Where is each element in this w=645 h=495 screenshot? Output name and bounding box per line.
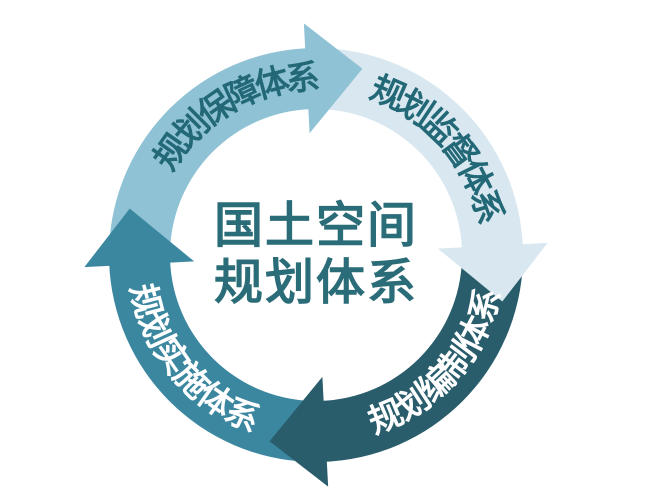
arc-segment-top-right <box>321 48 523 250</box>
arc-segment-top-left <box>109 48 311 250</box>
arrow-up-icon <box>84 208 195 268</box>
center-title-line2: 规划体系 <box>213 256 419 310</box>
center-title-line1: 国土空间 <box>213 199 419 253</box>
arc-segment-bottom-left <box>109 260 311 462</box>
arrow-right-icon <box>303 23 363 134</box>
arc-bands <box>109 48 523 462</box>
arrow-down-icon <box>437 242 548 302</box>
arc-segment-bottom-right <box>321 260 523 462</box>
arrow-left-icon <box>269 376 329 487</box>
arc-arrows <box>84 23 548 487</box>
center-title: 国土空间 规划体系 <box>214 198 418 312</box>
